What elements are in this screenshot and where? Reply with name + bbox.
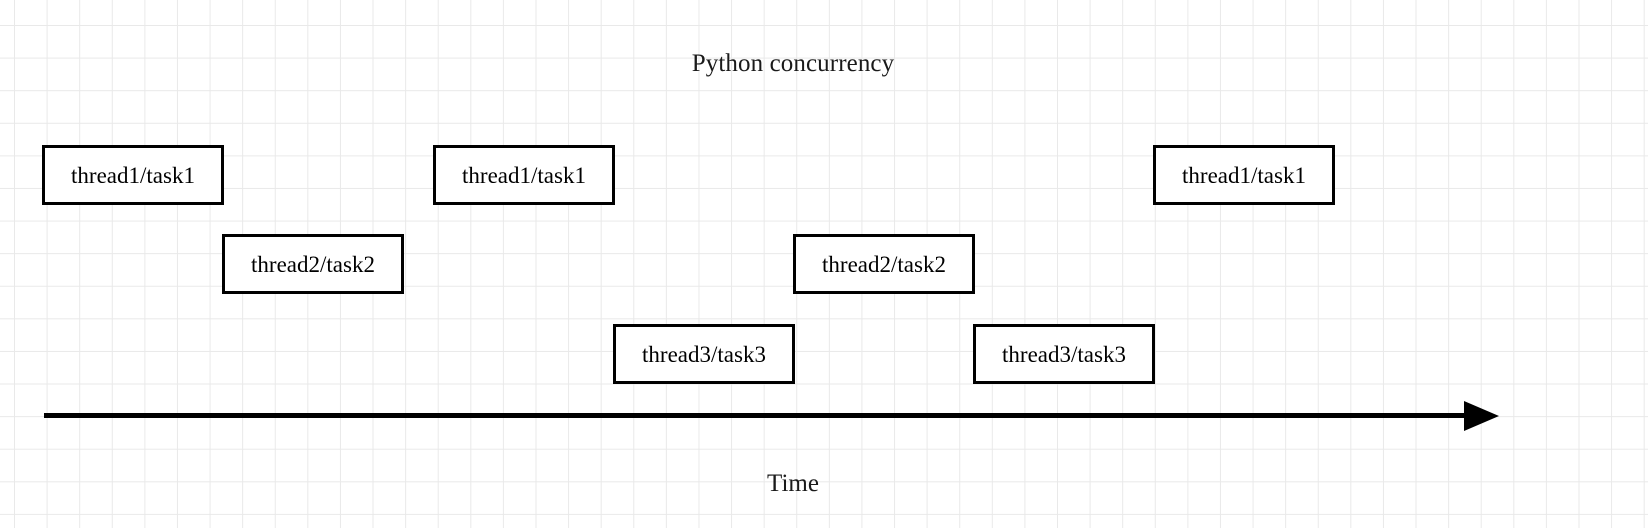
task-box: thread2/task2	[793, 234, 975, 294]
page-title: Python concurrency	[691, 50, 895, 77]
time-axis-line	[44, 413, 1464, 418]
task-box: thread3/task3	[613, 324, 795, 384]
task-box: thread1/task1	[433, 145, 615, 205]
task-box: thread1/task1	[1153, 145, 1335, 205]
x-axis-label: Time	[767, 470, 819, 497]
task-box: thread2/task2	[222, 234, 404, 294]
time-axis-arrowhead-icon	[1464, 400, 1499, 431]
task-box: thread1/task1	[42, 145, 224, 205]
task-box: thread3/task3	[973, 324, 1155, 384]
